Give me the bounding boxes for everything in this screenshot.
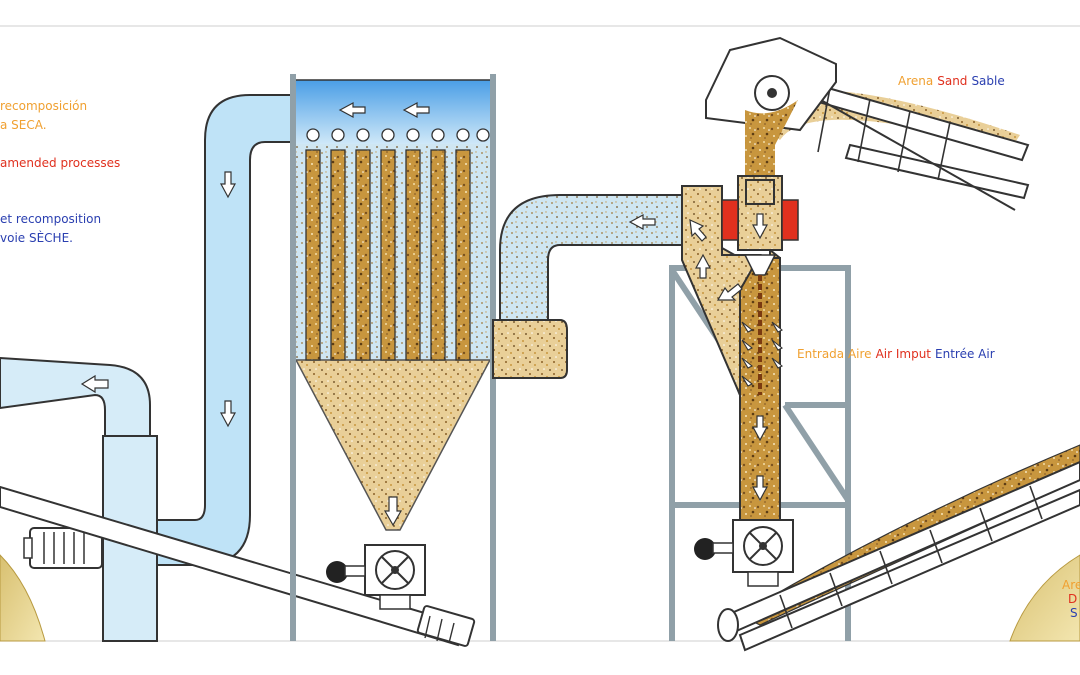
conveyor-drum-icon <box>754 75 790 111</box>
sand-label-en: Sand <box>937 74 968 88</box>
flow-arrow-icon <box>751 415 769 442</box>
flow-arrow-icon <box>694 253 712 279</box>
flow-arrow-icon <box>751 475 769 502</box>
sand-pile-left <box>0 554 46 642</box>
filter-bag-icon <box>306 128 490 142</box>
corner-label-es: Are <box>1062 578 1080 592</box>
dust-laden-duct <box>492 194 683 379</box>
flow-arrow-icon <box>716 283 743 301</box>
flow-arrow-icon <box>751 213 769 240</box>
feed-conveyor-top <box>705 36 1030 211</box>
flow-arrow-icon <box>338 101 366 119</box>
flow-arrow-icon <box>628 213 656 231</box>
air-label-es: Entrada Aire <box>797 347 872 361</box>
clean-air-duct <box>156 94 297 566</box>
motor-icon <box>23 527 103 569</box>
left-label-es-1: recomposición <box>0 99 88 113</box>
sand-label-fr: Sable <box>971 74 1005 88</box>
flow-arrow-icon <box>689 219 707 242</box>
sand-label-es: Arena <box>898 74 934 88</box>
flow-arrow-icon <box>402 101 430 119</box>
motor-icon <box>781 199 799 241</box>
flow-arrow-icon <box>80 374 109 394</box>
sand-pile-right <box>1009 554 1080 642</box>
corner-label-en: D <box>1068 592 1078 606</box>
corner-label-fr: S <box>1070 606 1078 620</box>
left-label-fr-2: voie SÈCHE. <box>0 231 73 245</box>
air-label-en: Air Imput <box>875 347 932 361</box>
air-label-fr: Entrée Air <box>935 347 995 361</box>
flow-arrow-icon <box>219 400 237 428</box>
left-label-fr-1: et recomposition <box>0 212 102 226</box>
rotary-valve-icon <box>694 519 794 587</box>
outfeed-conveyor <box>717 444 1080 652</box>
flow-arrow-icon <box>219 171 237 199</box>
flow-arrow-icon <box>383 496 403 527</box>
air-classifier <box>681 140 799 521</box>
left-label-es-2: a SECA. <box>0 118 47 132</box>
rotary-valve-icon <box>326 544 426 610</box>
bag-filter-housing <box>290 74 496 641</box>
screw-conveyor-left <box>0 485 476 647</box>
left-label-en-1: amended processes <box>0 156 121 170</box>
motor-icon <box>721 199 739 241</box>
